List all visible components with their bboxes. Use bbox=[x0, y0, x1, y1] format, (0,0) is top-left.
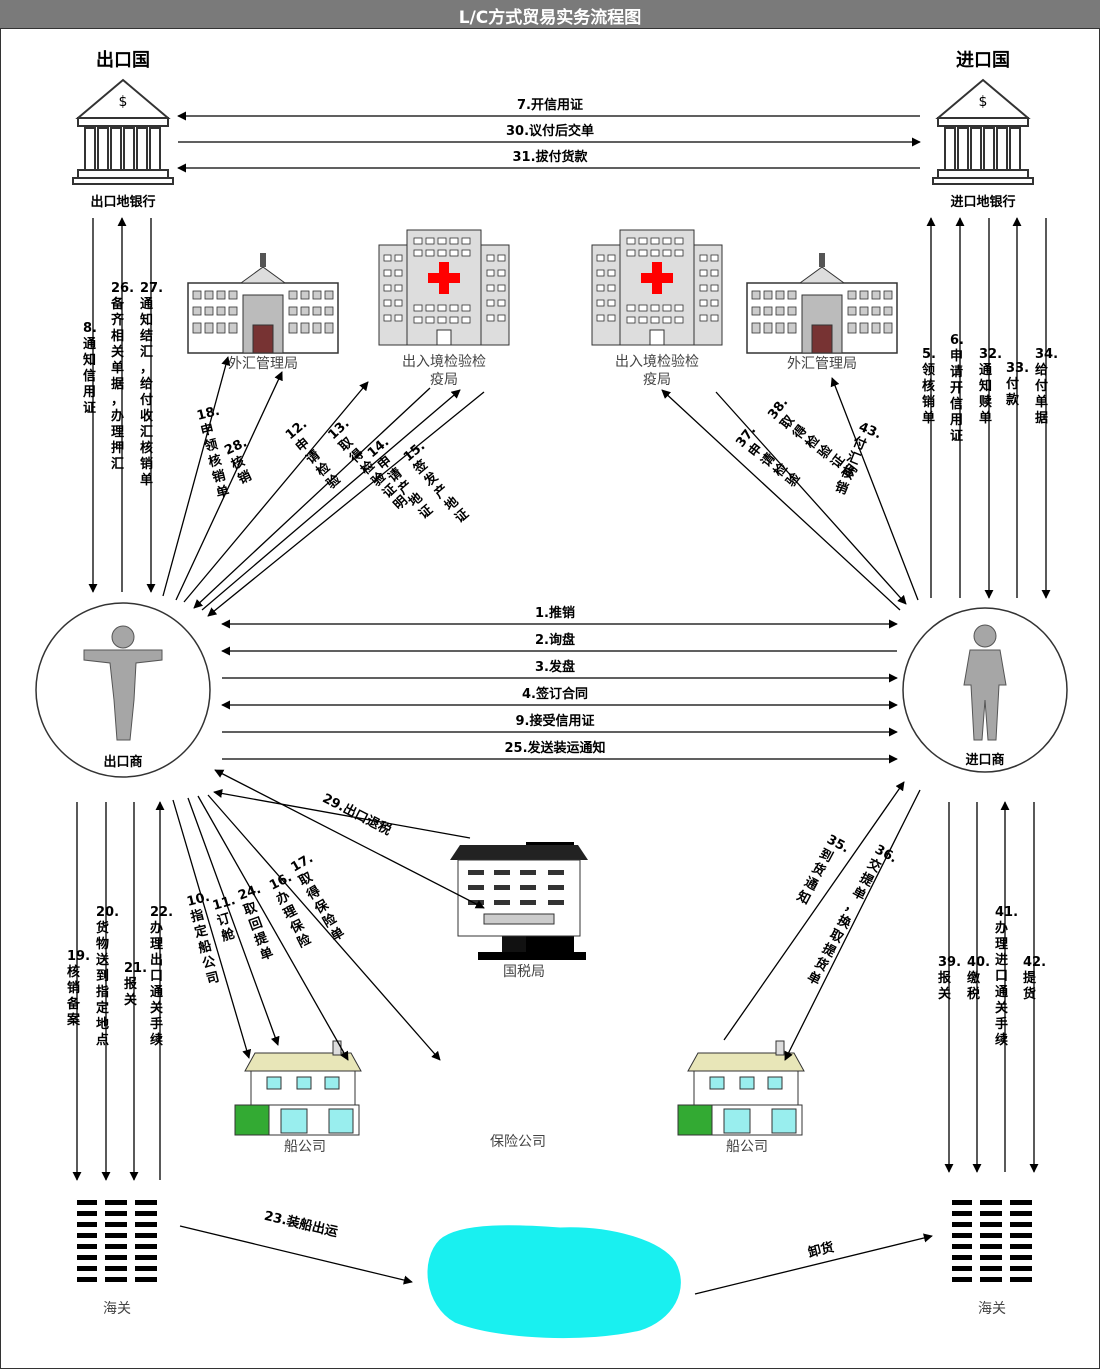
step-25-label: 25.发送装运通知 bbox=[504, 740, 605, 756]
inspection-bureau-left-icon bbox=[378, 229, 510, 346]
arrow-24 bbox=[197, 795, 349, 1061]
export-country-heading: 出口国 bbox=[96, 49, 150, 71]
step-42-label: 42.提货 bbox=[1023, 955, 1046, 1002]
step-7-label: 7.开信用证 bbox=[517, 97, 583, 113]
inspection-bureau-left-label-1: 出入境检验检 bbox=[402, 354, 486, 370]
step-5-label: 5.领核销单 bbox=[922, 347, 936, 426]
insurance-company-icon bbox=[450, 845, 588, 937]
importer-node: 进口商 bbox=[902, 607, 1068, 773]
step-3-label: 3.发盘 bbox=[535, 659, 575, 675]
step-4-label: 4.签订合同 bbox=[522, 686, 588, 702]
import-country-heading: 进口国 bbox=[956, 50, 1010, 71]
step-41-label: 41.办理进口通关手续 bbox=[995, 905, 1018, 1048]
shipping-company-right-icon bbox=[677, 1040, 805, 1136]
inspection-bureau-right-label-1: 出入境检验检 bbox=[615, 354, 699, 370]
svg-text:进口国: 进口国 bbox=[956, 50, 1010, 71]
forex-bureau-left-icon bbox=[187, 252, 339, 354]
import-bank-label: 进口地银行 bbox=[950, 194, 1015, 210]
exporter-label: 出口商 bbox=[103, 754, 142, 770]
step-35-label: 35.到货通知 bbox=[794, 832, 851, 913]
step-10-label: 10.指定船公司 bbox=[184, 890, 230, 988]
step-20-label: 20.货物送到指定地点 bbox=[95, 905, 119, 1048]
shipping-company-right-label: 船公司 bbox=[726, 1139, 768, 1155]
arrow-15 bbox=[207, 391, 485, 617]
arrow-38 bbox=[661, 389, 901, 611]
step-34-label: 34.给付单据 bbox=[1035, 347, 1058, 426]
arrow-10 bbox=[172, 799, 252, 1059]
arrow-18 bbox=[162, 356, 231, 597]
arrow-14 bbox=[201, 389, 461, 611]
arrow-28 bbox=[175, 371, 283, 601]
step-9-label: 9.接受信用证 bbox=[516, 713, 595, 729]
tax-bureau-label: 国税局 bbox=[503, 964, 545, 980]
shipping-company-left-label: 船公司 bbox=[284, 1139, 326, 1155]
step-29-label: 29.出口退税 bbox=[320, 790, 394, 838]
export-bank-label: 出口地银行 bbox=[90, 194, 155, 210]
arrow-11 bbox=[187, 797, 280, 1046]
step-32-label: 32.通知赎单 bbox=[979, 347, 1002, 426]
step-43-label: 43.付汇核销 bbox=[833, 420, 884, 502]
diagram-title: L/C方式贸易实务流程图 bbox=[458, 8, 642, 28]
step-30-label: 30.议付后交单 bbox=[506, 123, 594, 139]
export-bank-icon: $ bbox=[72, 79, 174, 185]
import-bank-icon: $ bbox=[932, 79, 1034, 185]
water-icon bbox=[427, 1225, 681, 1339]
arrow-unload bbox=[694, 1233, 933, 1295]
step-19-label: 19.核销备案 bbox=[66, 949, 90, 1028]
forex-bureau-right-icon bbox=[746, 252, 898, 354]
step-21-label: 21.报关 bbox=[124, 961, 147, 1008]
insurance-company-label: 保险公司 bbox=[490, 1134, 546, 1150]
step-27-label: 27.通知结汇，给付收汇核销单 bbox=[140, 281, 163, 488]
step-1-label: 1.推销 bbox=[535, 605, 575, 621]
step-22-label: 22.办理出口通关手续 bbox=[150, 905, 173, 1048]
title-bar: L/C方式贸易实务流程图 bbox=[0, 0, 1100, 29]
step-18-label: 18.申领核销单 bbox=[195, 404, 240, 502]
svg-text:$: $ bbox=[979, 94, 988, 110]
step-11-label: 11.订舱 bbox=[211, 893, 246, 945]
arrow-13 bbox=[193, 387, 431, 609]
step-24-label: 24.取回提单 bbox=[236, 882, 285, 964]
step-28-label: 28.核销 bbox=[222, 435, 263, 487]
forex-bureau-left-label: 外汇管理局 bbox=[228, 356, 298, 372]
step-8-label: 8.通知信用证 bbox=[82, 321, 97, 416]
customs-left-icon bbox=[75, 1195, 159, 1283]
svg-text:$: $ bbox=[119, 94, 128, 110]
step-13-label: 13.取得检验证明 bbox=[325, 416, 418, 514]
forex-bureau-right-label: 外汇管理局 bbox=[787, 356, 857, 372]
arrow-12 bbox=[183, 381, 369, 603]
step-2-label: 2.询盘 bbox=[535, 632, 575, 648]
step-39-label: 39.报关 bbox=[938, 955, 961, 1002]
step-6-label: 6.申请开信用证 bbox=[949, 333, 964, 444]
shipping-company-left-icon bbox=[234, 1040, 362, 1136]
arrow-43 bbox=[830, 377, 919, 601]
arrow-36 bbox=[784, 789, 921, 1061]
inspection-bureau-right-label-2: 疫局 bbox=[643, 372, 671, 388]
arrow-17 bbox=[213, 788, 471, 839]
step-23-label: 23.装船出运 bbox=[263, 1208, 340, 1240]
exporter-person-icon bbox=[83, 625, 163, 741]
inspection-bureau-right-icon bbox=[591, 229, 723, 346]
arrow-37 bbox=[715, 391, 907, 605]
step-40-label: 40.缴税 bbox=[967, 955, 990, 1002]
step-31-label: 31.拔付货款 bbox=[512, 149, 588, 165]
exporter-node: 出口商 bbox=[35, 602, 211, 778]
arrow-16 bbox=[207, 794, 441, 1061]
customs-right-label: 海关 bbox=[978, 1301, 1006, 1317]
importer-person-icon bbox=[963, 624, 1007, 741]
arrow-35 bbox=[723, 781, 905, 1041]
step-26-label: 26.备齐相关单据，办理押汇 bbox=[110, 281, 134, 472]
step-33-label: 33.付款 bbox=[1006, 361, 1029, 408]
svg-text:出口国: 出口国 bbox=[96, 49, 150, 71]
step-15-label: 15.签发产地证 bbox=[400, 439, 479, 527]
unload-label: 卸货 bbox=[806, 1239, 835, 1261]
arrow-23 bbox=[179, 1225, 413, 1285]
arrow-29 bbox=[214, 769, 485, 909]
importer-label: 进口商 bbox=[965, 752, 1004, 768]
customs-right-icon bbox=[950, 1195, 1034, 1283]
customs-left-label: 海关 bbox=[103, 1301, 131, 1317]
inspection-bureau-left-label-2: 疫局 bbox=[430, 372, 458, 388]
